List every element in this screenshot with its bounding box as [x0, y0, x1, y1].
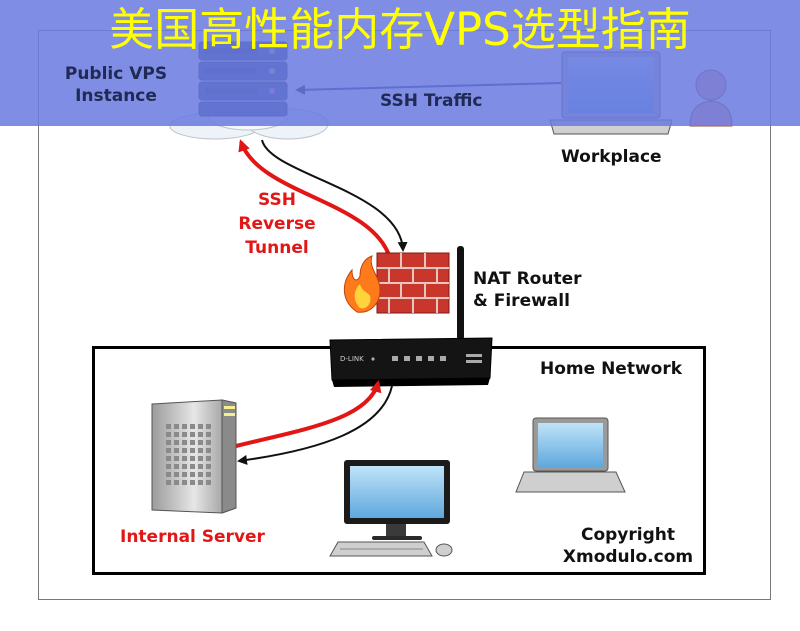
page-title: 美国高性能内存VPS选型指南 [109, 3, 691, 56]
ssh-reverse-line3: Tunnel [245, 238, 309, 258]
ssh-reverse-line2: Reverse [238, 214, 316, 234]
nat-router-line2: & Firewall [473, 291, 570, 311]
firewall-icon [376, 252, 450, 314]
router-icon: D-LINK [329, 337, 493, 387]
public-vps-label: Public VPS Instance [58, 63, 174, 107]
router-to-server-line [237, 385, 393, 465]
copyright-label: Copyright Xmodulo.com [552, 524, 704, 568]
keyboard-icon [329, 541, 433, 557]
router-antenna [457, 246, 464, 340]
ssh-traffic-label: SSH Traffic [380, 91, 483, 111]
home-network-label: Home Network [540, 359, 683, 379]
copyright-line2: Xmodulo.com [562, 547, 694, 567]
internal-server-label: Internal Server [120, 527, 265, 547]
ssh-reverse-tunnel-label: SSH Reverse Tunnel [224, 188, 330, 260]
desktop-computer-icon [344, 460, 450, 540]
reverse-tunnel-lower [235, 380, 382, 448]
router-brand: D-LINK [340, 355, 364, 363]
vps-to-router-line [261, 139, 408, 252]
reverse-tunnel-upper [238, 139, 392, 259]
workplace-label: Workplace [561, 147, 662, 167]
flame-icon [343, 255, 381, 313]
mouse-icon [435, 543, 453, 557]
nat-router-label: NAT Router & Firewall [473, 268, 582, 312]
public-vps-line2: Instance [75, 86, 157, 106]
ssh-reverse-line1: SSH [258, 190, 296, 210]
tower-server-icon [151, 399, 237, 514]
public-vps-line1: Public VPS [64, 64, 168, 84]
nat-router-line1: NAT Router [473, 269, 582, 289]
laptop-icon [515, 417, 626, 493]
title-banner: 美国高性能内存VPS选型指南 [0, 0, 800, 126]
copyright-line1: Copyright [580, 525, 675, 545]
